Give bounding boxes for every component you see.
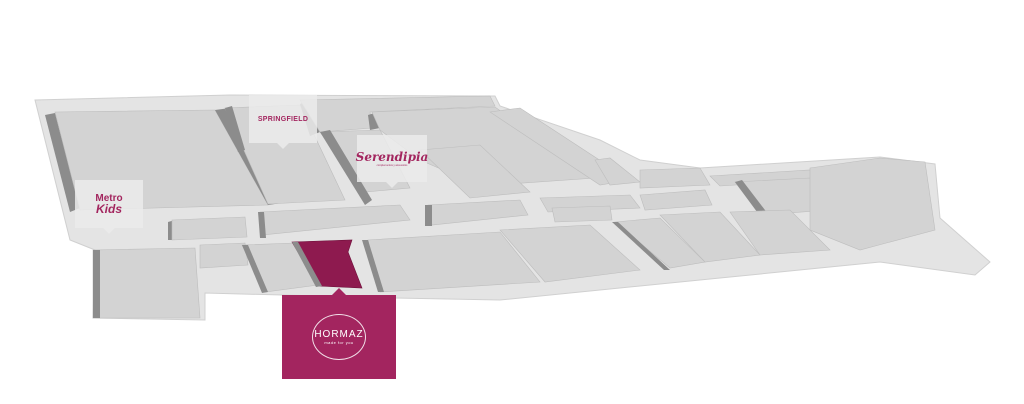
- store-name-line1: Metro: [95, 193, 123, 204]
- store-name-line2: Kids: [95, 202, 122, 216]
- store-block[interactable]: [92, 247, 201, 319]
- store-tagline: made for you: [324, 340, 354, 345]
- store-name: Serendipia: [355, 150, 429, 164]
- store-block[interactable]: [639, 167, 711, 189]
- store-label-springfield[interactable]: SPRINGFIELD: [249, 95, 317, 149]
- store-label-serendipia[interactable]: Serendipia complementos y accesorios: [355, 135, 429, 188]
- store-block[interactable]: [639, 189, 713, 211]
- store-block[interactable]: [199, 242, 249, 269]
- store-block[interactable]: [499, 224, 641, 283]
- store-block[interactable]: [729, 209, 831, 256]
- store-name: SPRINGFIELD: [257, 115, 309, 123]
- store-block[interactable]: [551, 205, 613, 223]
- store-block[interactable]: [171, 216, 248, 241]
- store-label-metro-kids[interactable]: Metro Kids: [75, 180, 143, 234]
- selected-store-callout[interactable]: HORMAZ made for you: [282, 288, 396, 379]
- store-name: HORMAZ: [314, 329, 364, 340]
- hormaz-logo: HORMAZ made for you: [312, 314, 366, 360]
- store-block[interactable]: [419, 144, 531, 199]
- store-tagline: complementos y accesorios: [376, 164, 408, 167]
